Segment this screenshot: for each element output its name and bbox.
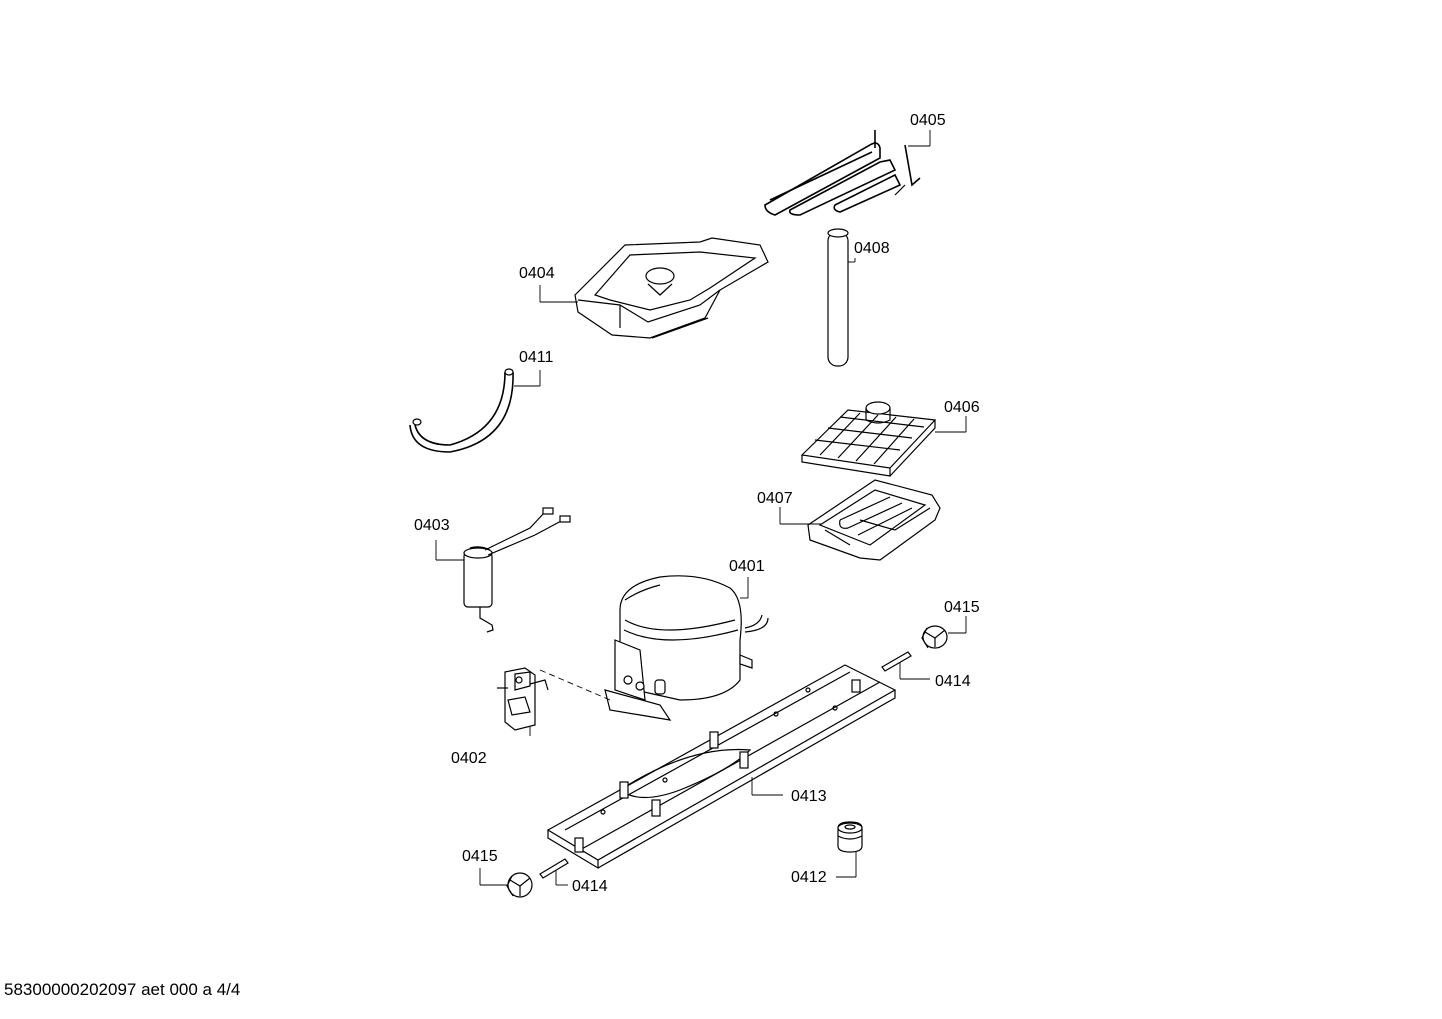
part-0414-pin-upper[interactable]	[881, 651, 930, 680]
label-0415-upper: 0415	[944, 599, 980, 616]
label-0411: 0411	[519, 349, 554, 366]
label-0414-lower: 0414	[572, 878, 608, 895]
label-0406: 0406	[944, 399, 980, 416]
part-0404-drip-tray[interactable]	[539, 237, 769, 339]
label-0403: 0403	[414, 517, 450, 534]
part-0408-tube[interactable]	[827, 228, 856, 367]
part-0406-grid-cover[interactable]	[800, 401, 967, 477]
label-0404: 0404	[519, 265, 555, 282]
label-0401: 0401	[729, 558, 765, 575]
label-0413: 0413	[791, 788, 827, 805]
label-0415-lower: 0415	[462, 848, 498, 865]
label-0405: 0405	[910, 112, 946, 129]
document-footer-id: 58300000202097 aet 000 a 4/4	[4, 980, 241, 999]
label-0412: 0412	[791, 869, 827, 886]
part-0415-foot-lower[interactable]	[479, 868, 533, 898]
label-0408: 0408	[854, 240, 890, 257]
part-0413-mounting-rail[interactable]	[546, 664, 897, 870]
part-0405-heater-coil[interactable]	[764, 130, 931, 216]
part-0401-compressor[interactable]	[604, 575, 769, 721]
part-0411-hose[interactable]	[409, 368, 541, 453]
part-0403-capacitor[interactable]	[435, 507, 571, 633]
label-0414-upper: 0414	[935, 673, 971, 690]
part-0412-grommet[interactable]	[836, 821, 863, 878]
part-0414-pin-lower[interactable]	[539, 858, 569, 886]
part-0402-relay[interactable]	[497, 667, 611, 736]
part-0415-foot-upper[interactable]	[921, 616, 967, 649]
part-0407-tray[interactable]	[779, 479, 941, 561]
label-0402: 0402	[451, 750, 487, 767]
label-0407: 0407	[757, 490, 793, 507]
